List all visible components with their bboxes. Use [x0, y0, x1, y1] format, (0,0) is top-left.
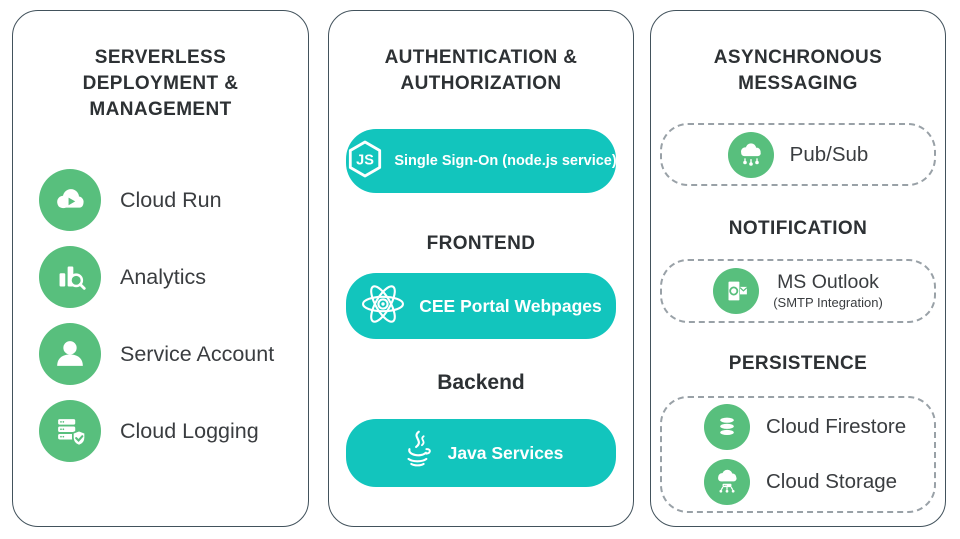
panel-authentication: AUTHENTICATION & AUTHORIZATION JS Single…: [328, 10, 634, 527]
title-line: AUTHENTICATION &: [384, 47, 578, 68]
java-services: Java Services: [346, 419, 616, 487]
pub-sub-icon: [727, 131, 774, 178]
java-icon: [399, 430, 435, 476]
cloud-run-icon: [39, 169, 101, 231]
panel-serverless-deployment: SERVERLESS DEPLOYMENT & MANAGEMENT Cloud…: [12, 10, 309, 527]
title-line: SERVERLESS: [94, 47, 227, 68]
persistence-box: Cloud Firestore: [660, 396, 936, 513]
button-label: Single Sign-On (node.js service): [394, 153, 617, 169]
list-item-label: Service Account: [120, 341, 275, 366]
box-label: Cloud Storage: [766, 470, 898, 493]
cloud-logging-icon: [39, 400, 101, 462]
title-line: DEPLOYMENT &: [82, 73, 239, 94]
list-item-service-account: Service Account: [39, 323, 308, 385]
ms-outlook-icon: [713, 268, 760, 314]
title-line: ASYNCHRONOUS: [713, 47, 883, 68]
title-line: MANAGEMENT: [89, 99, 232, 120]
panel-title-authentication: AUTHENTICATION & AUTHORIZATION: [335, 45, 627, 97]
single-sign-on-node: JS Single Sign-On (node.js service): [345, 129, 617, 193]
list-item-label: Cloud Run: [120, 187, 222, 212]
list-item-cloud-logging: Cloud Logging: [39, 400, 308, 462]
box-label: Pub/Sub: [789, 142, 869, 166]
panel-async-messaging: ASYNCHRONOUS MESSAGING Pub/Sub NOTIFICAT…: [650, 10, 946, 527]
title-line: MESSAGING: [738, 73, 858, 94]
list-item-cloud-firestore: Cloud Firestore: [704, 404, 906, 450]
react-icon: [360, 281, 406, 332]
persistence-heading: PERSISTENCE: [728, 353, 868, 374]
service-account-icon: [39, 323, 101, 385]
service-list: Cloud Run Analytics: [13, 169, 308, 462]
nodejs-icon: JS: [345, 139, 385, 183]
cloud-firestore-icon: [704, 404, 750, 450]
panel-title-async: ASYNCHRONOUS MESSAGING: [657, 45, 939, 97]
analytics-icon: [39, 246, 101, 308]
cee-portal-webpages: CEE Portal Webpages: [346, 273, 616, 339]
svg-text:JS: JS: [356, 153, 374, 169]
list-item-label: Cloud Logging: [120, 418, 259, 443]
title-line: AUTHORIZATION: [400, 73, 562, 94]
box-label: MS Outlook: [777, 271, 879, 294]
list-item-label: Analytics: [120, 264, 207, 289]
list-item-cloud-storage: Cloud Storage: [704, 459, 897, 505]
list-item-analytics: Analytics: [39, 246, 308, 308]
notification-heading: NOTIFICATION: [728, 218, 868, 239]
pubsub-box: Pub/Sub: [660, 123, 936, 186]
box-label-group: MS Outlook (SMTP Integration): [773, 272, 883, 309]
button-label: CEE Portal Webpages: [419, 295, 602, 316]
ms-outlook-box: MS Outlook (SMTP Integration): [660, 259, 936, 323]
panel-title-serverless: SERVERLESS DEPLOYMENT & MANAGEMENT: [19, 45, 302, 123]
list-item-cloud-run: Cloud Run: [39, 169, 308, 231]
button-label: Java Services: [447, 442, 564, 463]
box-sublabel: (SMTP Integration): [773, 294, 883, 310]
cloud-storage-icon: [704, 459, 750, 505]
frontend-heading: FRONTEND: [426, 233, 536, 254]
backend-heading: Backend: [437, 371, 525, 394]
box-label: Cloud Firestore: [766, 415, 907, 438]
